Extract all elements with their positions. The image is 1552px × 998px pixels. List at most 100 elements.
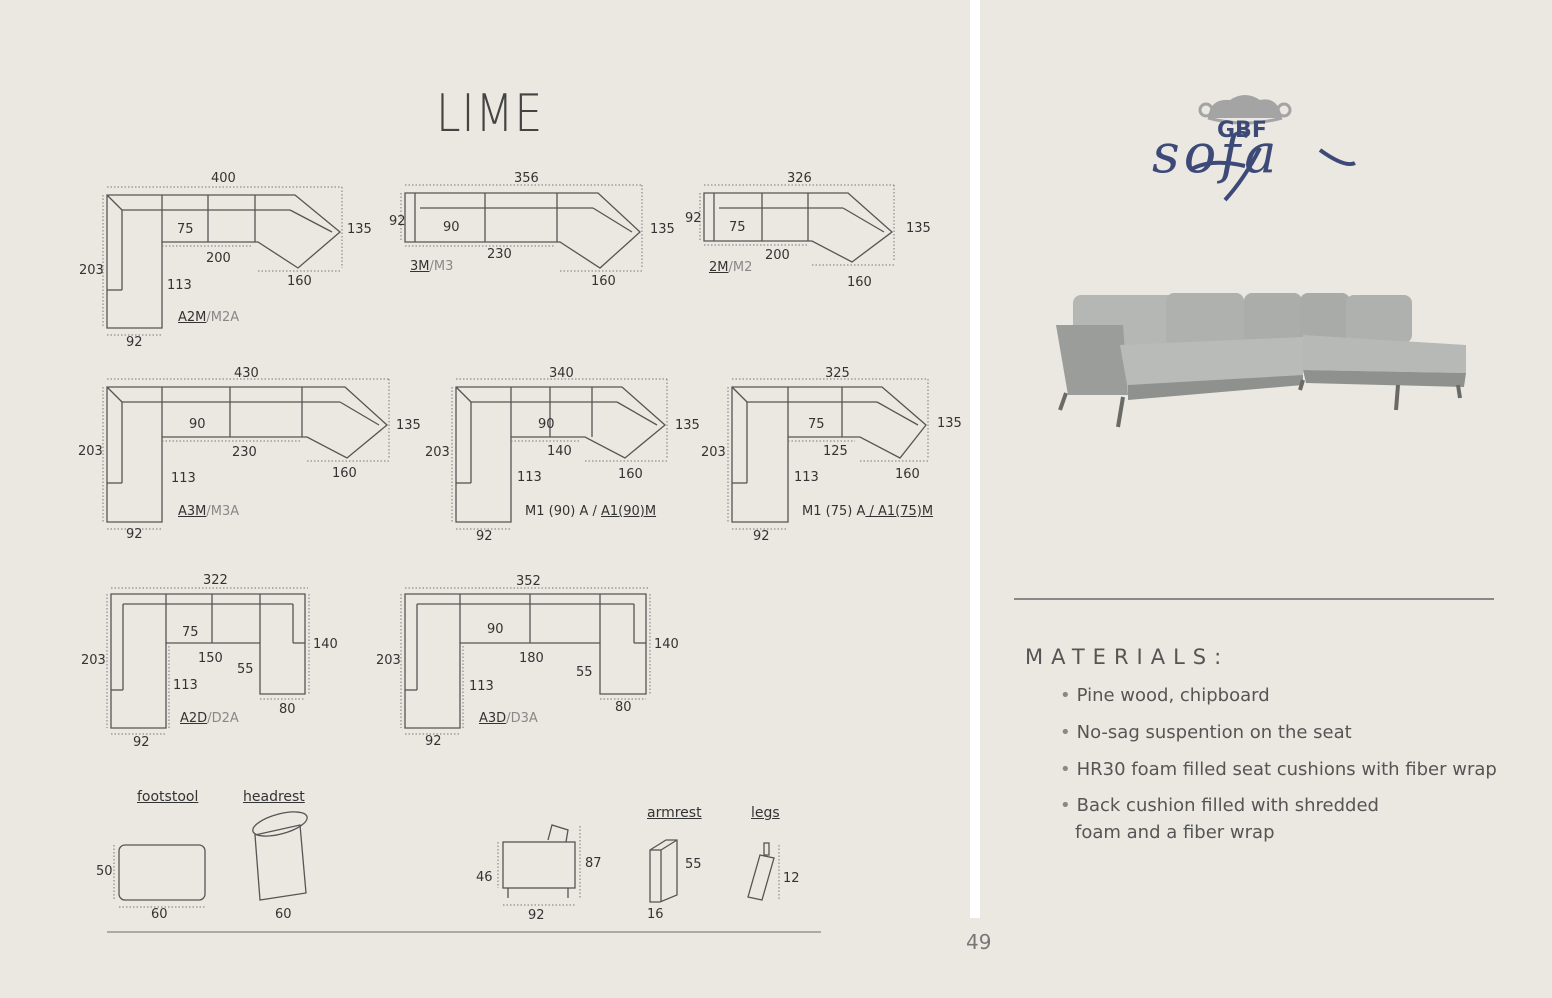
- sofa-image: [1056, 293, 1466, 428]
- material-item: •Pine wood, chipboard: [1060, 685, 1270, 706]
- headrest-label: headrest: [243, 789, 305, 805]
- dim-right-w: 80: [615, 700, 632, 715]
- dim-tip: 160: [332, 466, 357, 481]
- dim-depth: 203: [376, 653, 401, 668]
- dim-width: 356: [514, 171, 539, 186]
- dim-seat: 90: [189, 417, 206, 432]
- dim-right: 135: [937, 416, 962, 431]
- dim-bottom: 92: [476, 529, 493, 544]
- code-main: A1(90)M: [600, 504, 657, 519]
- model-code: A2D/D2A: [180, 712, 239, 725]
- section-rule: [1014, 598, 1494, 600]
- dim-bottom: 92: [753, 529, 770, 544]
- dim-width: 340: [549, 366, 574, 381]
- model-code: M1 (75) A / A1(75)M: [802, 505, 933, 518]
- dim-inner: 55: [576, 665, 593, 680]
- dim-seat: 75: [729, 220, 746, 235]
- diagram-line: [876, 401, 919, 426]
- dim-seat-len: 230: [487, 247, 512, 262]
- code-main: 2M: [709, 260, 729, 275]
- headrest-shape: [254, 824, 307, 901]
- footstool-shape: [118, 844, 206, 901]
- dim-left: 92: [685, 211, 702, 226]
- sofa-outline: [106, 194, 342, 329]
- dim-right: 135: [650, 222, 675, 237]
- code-main: A2D: [180, 711, 208, 726]
- material-item: •HR30 foam filled seat cushions with fib…: [1060, 759, 1497, 780]
- diagram-line: [455, 386, 472, 403]
- dim-width: 322: [203, 573, 228, 588]
- dim-seat: 90: [443, 220, 460, 235]
- footstool-h: 50: [96, 864, 113, 879]
- armrest-h: 55: [685, 857, 702, 872]
- brand-top: GBF: [1217, 118, 1267, 143]
- dim-seat-len: 180: [519, 651, 544, 666]
- dim-tip: 160: [847, 275, 872, 290]
- code-main: / A1(75)M: [865, 504, 934, 519]
- dim-tip: 160: [895, 467, 920, 482]
- dim-right-w: 80: [279, 702, 296, 717]
- diagram-line: [289, 209, 333, 233]
- sofa-outline: [106, 386, 388, 523]
- diagram-line: [660, 839, 678, 851]
- dim-seat-len: 150: [198, 651, 223, 666]
- dim-right: 135: [347, 222, 372, 237]
- dim-chaise: 113: [167, 278, 192, 293]
- footer-rule: [107, 931, 821, 933]
- diagram-line: [106, 194, 123, 211]
- code-alt: /M2: [728, 260, 753, 275]
- code-main: A3M: [178, 504, 207, 519]
- dim-width: 352: [516, 574, 541, 589]
- leg-pin: [763, 842, 770, 856]
- dim-depth: 203: [701, 445, 726, 460]
- dim-depth: 203: [79, 263, 104, 278]
- leg-shape: [747, 854, 775, 901]
- code-main: A3D: [479, 711, 507, 726]
- sofa-outline: [731, 386, 927, 523]
- sofa-crown-icon: [1188, 95, 1356, 202]
- dim-seat-len: 200: [206, 251, 231, 266]
- dim-right: 135: [906, 221, 931, 236]
- dim-seat-len: 200: [765, 248, 790, 263]
- sofa-photo: [1048, 285, 1468, 435]
- model-code: A3D/D3A: [479, 712, 538, 725]
- dim-seat: 90: [487, 622, 504, 637]
- dim-width: 400: [211, 171, 236, 186]
- dim-seat-len: 125: [823, 444, 848, 459]
- material-text: Pine wood, chipboard: [1076, 685, 1270, 706]
- material-text: HR30 foam filled seat cushions with fibe…: [1076, 759, 1497, 780]
- dim-chaise: 113: [469, 679, 494, 694]
- headrest-roll: [252, 811, 308, 837]
- page-number: 49: [966, 930, 992, 954]
- armrest-shape: [649, 839, 678, 903]
- footstool-label: footstool: [137, 789, 199, 805]
- page-divider: [970, 0, 980, 918]
- diagram-line: [842, 207, 885, 233]
- brand-logo: GBF sofa: [1150, 88, 1360, 203]
- model-code: A3M/M3A: [178, 505, 239, 518]
- dim-right: 135: [675, 418, 700, 433]
- dim-chaise: 113: [173, 678, 198, 693]
- diagram-line: [731, 386, 748, 403]
- side-h: 87: [585, 856, 602, 871]
- dim-chaise: 113: [171, 471, 196, 486]
- dim-chaise: 113: [517, 470, 542, 485]
- sofa-side-shape: [502, 841, 576, 889]
- sofa-side-back: [547, 824, 569, 843]
- diagram-line: [592, 207, 633, 233]
- code-plain: M1 (75) A: [802, 504, 866, 519]
- material-text: No-sag suspention on the seat: [1076, 722, 1352, 743]
- code-plain: M1 (90) A /: [525, 504, 601, 519]
- dim-seat: 75: [177, 222, 194, 237]
- dim-inner: 55: [237, 662, 254, 677]
- diagram-line: [616, 401, 658, 426]
- dim-width: 430: [234, 366, 259, 381]
- dim-right: 140: [654, 637, 679, 652]
- materials-title: MATERIALS:: [1025, 645, 1230, 669]
- side-w: 92: [528, 908, 545, 923]
- armrest-w: 16: [647, 907, 664, 922]
- dim-right: 135: [396, 418, 421, 433]
- dim-seat-len: 230: [232, 445, 257, 460]
- dim-chaise: 113: [794, 470, 819, 485]
- footstool-w: 60: [151, 907, 168, 922]
